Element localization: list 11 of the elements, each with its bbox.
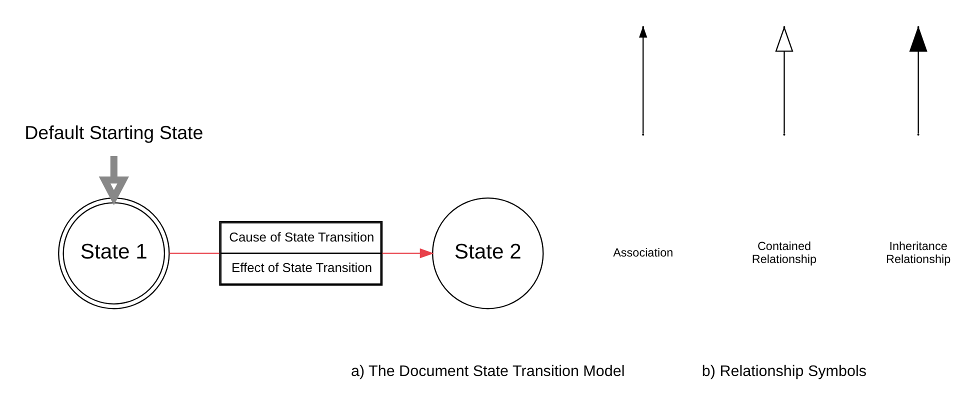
connector xyxy=(168,252,219,254)
node-text: Default Starting State xyxy=(24,122,203,144)
node-circle: State 2 xyxy=(432,197,544,310)
legend-label: Association xyxy=(612,246,673,260)
arrow xyxy=(382,248,434,258)
legend-label: Inheritance Relationship xyxy=(885,240,950,266)
label: b) Relationship Symbols xyxy=(701,363,866,380)
legend-label: Contained Relationship xyxy=(751,240,816,266)
node-circle: State 1 xyxy=(58,197,170,310)
label: a) The Document State Transition Model xyxy=(350,363,624,380)
arrow xyxy=(98,156,128,206)
